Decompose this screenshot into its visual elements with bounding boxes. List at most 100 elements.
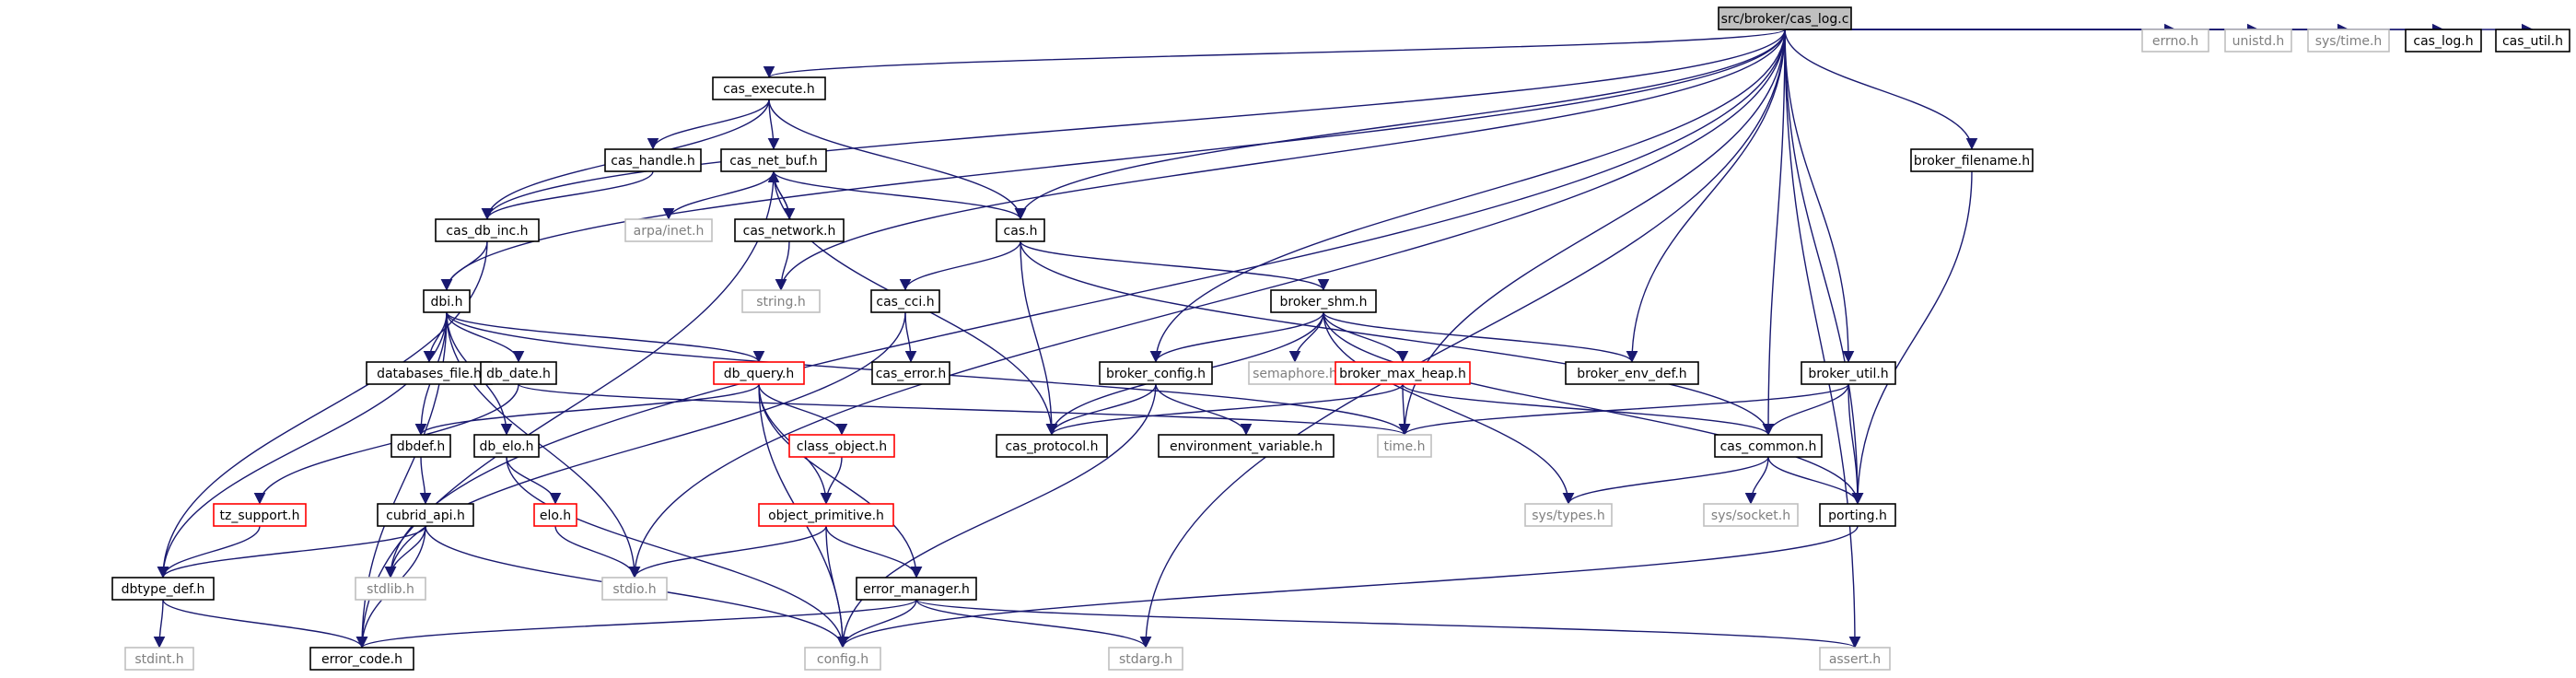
edge-path	[440, 240, 488, 291]
node-error-code[interactable]: error_code.h	[309, 647, 414, 671]
edge-cas_execute-to-cas_h	[768, 99, 1027, 220]
edge-cas_net_buf-to-cas_h	[773, 170, 1027, 220]
node-cas-error[interactable]: cas_error.h	[871, 361, 950, 385]
edge-root-to-dbi	[440, 29, 1786, 291]
node-label: broker_config.h	[1106, 367, 1206, 381]
edge-path	[157, 525, 261, 579]
node-label: class_object.h	[797, 439, 887, 454]
edge-path	[384, 29, 1786, 579]
node-box	[758, 503, 894, 527]
node-broker-shm[interactable]: broker_shm.h	[1270, 289, 1377, 313]
node-tz-support[interactable]: tz_support.h	[213, 503, 307, 527]
node-box	[856, 577, 977, 601]
edge-cas_db_inc-to-dbi	[440, 240, 488, 291]
node-broker-filename[interactable]: broker_filename.h	[1910, 148, 2034, 172]
node-box	[1524, 503, 1613, 527]
node-box	[1703, 503, 1799, 527]
node-cas-log-h[interactable]: cas_log.h	[2405, 29, 2482, 53]
edge-path	[1020, 240, 1330, 291]
edge-path	[1323, 311, 1638, 363]
edge-cas_common-to-sys_socket	[1744, 456, 1769, 505]
node-box	[741, 289, 821, 313]
node-object-primitive[interactable]: object_primitive.h	[758, 503, 894, 527]
node-cas-protocol[interactable]: cas_protocol.h	[996, 434, 1108, 458]
edge-root-to-cas_execute	[763, 29, 1786, 78]
edge-path	[647, 99, 770, 150]
node-box	[624, 218, 713, 242]
edge-path	[446, 311, 525, 363]
node-box	[996, 218, 1045, 242]
node-sys-socket: sys/socket.h	[1703, 503, 1799, 527]
edge-root-to-assert_h	[1784, 29, 1861, 649]
edge-cas_h-to-broker_shm	[1020, 240, 1330, 291]
node-cas-execute[interactable]: cas_execute.h	[712, 76, 826, 100]
edge-root-to-cas_common	[1762, 29, 1786, 436]
node-db-date[interactable]: db_date.h	[480, 361, 557, 385]
node-box	[604, 148, 702, 172]
node-cas-network[interactable]: cas_network.h	[734, 218, 845, 242]
node-label: src/broker/cas_log.c	[1721, 12, 1849, 27]
edge-dbi-to-stdio_h	[446, 311, 641, 579]
node-broker-util[interactable]: broker_util.h	[1801, 361, 1896, 385]
node-sys-time: sys/time.h	[2307, 29, 2390, 53]
node-box	[390, 434, 451, 458]
node-db-query[interactable]: db_query.h	[713, 361, 805, 385]
node-cas-handle[interactable]: cas_handle.h	[604, 148, 702, 172]
edge-path	[1020, 240, 1775, 436]
node-label: dbdef.h	[397, 439, 446, 454]
edge-cas_common-to-sys_types	[1562, 456, 1769, 505]
node-label: porting.h	[1828, 508, 1887, 523]
edge-dbi-to-db_date	[446, 311, 525, 363]
edge-dbi-to-db_query	[446, 311, 765, 363]
edge-root-to-porting	[1784, 29, 1864, 505]
edge-broker_config-to-config_h	[836, 383, 1157, 649]
node-elo-h[interactable]: elo.h	[533, 503, 577, 527]
edge-layer	[153, 23, 2534, 649]
node-box	[712, 76, 826, 100]
node-databases-file[interactable]: databases_file.h	[366, 361, 493, 385]
edge-path	[446, 311, 765, 363]
node-box	[377, 503, 474, 527]
edge-elo_h-to-stdio_h	[554, 525, 641, 579]
node-box	[423, 289, 471, 313]
node-box	[804, 647, 881, 671]
node-cas-util-h[interactable]: cas_util.h	[2495, 29, 2570, 53]
node-cas-db-inc[interactable]: cas_db_inc.h	[435, 218, 540, 242]
node-cas-net-buf[interactable]: cas_net_buf.h	[720, 148, 827, 172]
node-cas-cci[interactable]: cas_cci.h	[870, 289, 940, 313]
node-layer: src/broker/cas_log.c cas_execute.h cas_han…	[111, 6, 2570, 671]
node-label: sys/time.h	[2315, 34, 2383, 49]
edge-path	[836, 525, 1859, 649]
node-dbtype-def[interactable]: dbtype_def.h	[111, 577, 215, 601]
node-root[interactable]: src/broker/cas_log.c	[1718, 6, 1852, 30]
node-porting[interactable]: porting.h	[1819, 503, 1896, 527]
node-dbdef[interactable]: dbdef.h	[390, 434, 451, 458]
node-assert-h: assert.h	[1819, 647, 1891, 671]
node-db-elo[interactable]: db_elo.h	[473, 434, 540, 458]
node-dbi[interactable]: dbi.h	[423, 289, 471, 313]
node-label: broker_shm.h	[1279, 295, 1367, 310]
edge-path	[1784, 29, 1855, 363]
node-box	[480, 361, 557, 385]
node-label: cubrid_api.h	[386, 508, 465, 523]
node-label: broker_filename.h	[1914, 154, 2030, 169]
node-box	[2307, 29, 2390, 53]
node-box	[996, 434, 1108, 458]
node-cas-common[interactable]: cas_common.h	[1714, 434, 1823, 458]
node-cubrid-api[interactable]: cubrid_api.h	[377, 503, 474, 527]
node-broker-max-heap[interactable]: broker_max_heap.h	[1335, 361, 1471, 385]
edge-path	[1139, 29, 1786, 649]
edge-db_query-to-dbdef	[414, 383, 760, 436]
edge-error_manager-to-error_code	[356, 599, 917, 649]
node-box	[309, 647, 414, 671]
node-cas-h[interactable]: cas.h	[996, 218, 1045, 242]
edge-cas_handle-to-cas_db_inc	[481, 170, 654, 220]
node-error-manager[interactable]: error_manager.h	[856, 577, 977, 601]
edge-broker_util-to-porting	[1847, 383, 1864, 505]
edge-cas_net_buf-to-error_code	[356, 170, 775, 649]
node-label: error_code.h	[321, 652, 402, 667]
node-class-object[interactable]: class_object.h	[788, 434, 895, 458]
node-broker-env-def[interactable]: broker_env_def.h	[1565, 361, 1699, 385]
node-environment-variable[interactable]: environment_variable.h	[1158, 434, 1335, 458]
node-broker-config[interactable]: broker_config.h	[1099, 361, 1213, 385]
